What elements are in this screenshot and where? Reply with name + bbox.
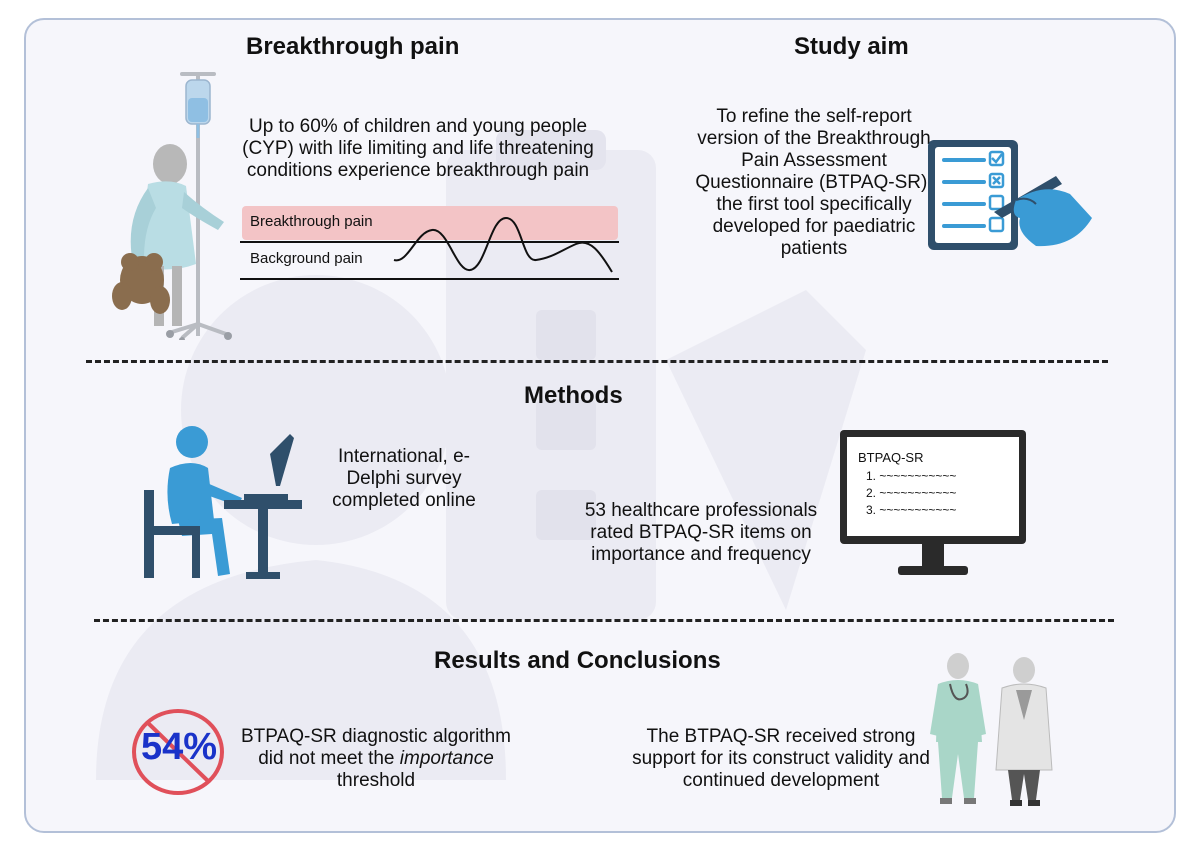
monitor-item: 2. ~~~~~~~~~~~ — [866, 486, 957, 500]
healthcare-professionals-icon — [930, 653, 1053, 806]
results-left-line-1: BTPAQ-SR diagnostic algorithm — [241, 726, 511, 747]
results-left-line-3: threshold — [336, 770, 416, 791]
separator-2 — [94, 619, 1114, 622]
monitor-icon: BTPAQ-SR 1. ~~~~~~~~~~~ 2. ~~~~~~~~~~~ 3… — [840, 430, 1026, 544]
baseline-top — [240, 241, 619, 243]
no-sign-icon — [132, 709, 224, 795]
methods-right-text: 53 healthcare professionals rated BTPAQ-… — [584, 500, 818, 565]
results-left-text: BTPAQ-SR diagnostic algorithm did not me… — [226, 726, 526, 792]
breakthrough-heading: Breakthrough pain — [246, 33, 460, 60]
person-at-computer-icon — [144, 426, 302, 579]
methods-heading: Methods — [524, 382, 623, 409]
monitor-base — [898, 566, 968, 575]
baseline-bottom — [240, 278, 619, 280]
separator-1 — [86, 360, 1108, 363]
results-right-text: The BTPAQ-SR received strong support for… — [632, 726, 930, 791]
monitor-item: 1. ~~~~~~~~~~~ — [866, 469, 957, 483]
results-left-line-2a: did not meet the — [258, 748, 400, 769]
breakthrough-band — [242, 206, 618, 240]
study-aim-heading: Study aim — [794, 33, 909, 60]
background-band-label: Background pain — [250, 250, 363, 267]
methods-left-text: International, e-Delphi survey completed… — [332, 446, 476, 511]
infographic-frame: Breakthrough pain Up to 60% of children … — [24, 18, 1176, 833]
badge-value: 54% — [140, 726, 218, 768]
importance-emphasis: importance — [399, 748, 494, 769]
breakthrough-band-label: Breakthrough pain — [250, 213, 373, 230]
monitor-list: 1. ~~~~~~~~~~~ 2. ~~~~~~~~~~~ 3. ~~~~~~~… — [866, 468, 956, 519]
breakthrough-text: Up to 60% of children and young people (… — [242, 116, 594, 181]
writing-hand-icon — [994, 176, 1092, 247]
pain-wave — [393, 216, 613, 273]
results-left-line-2: did not meet the importance — [226, 748, 526, 770]
background-watermark-icon — [96, 130, 866, 780]
results-heading: Results and Conclusions — [434, 647, 721, 674]
iv-drip-icon — [166, 72, 232, 340]
monitor-stand — [922, 544, 944, 568]
monitor-title: BTPAQ-SR — [858, 450, 924, 465]
checklist-icon — [928, 140, 1092, 250]
child-patient-icon — [112, 72, 232, 340]
study-aim-text: To refine the self-report version of the… — [695, 106, 933, 259]
monitor-item: 3. ~~~~~~~~~~~ — [866, 503, 957, 517]
